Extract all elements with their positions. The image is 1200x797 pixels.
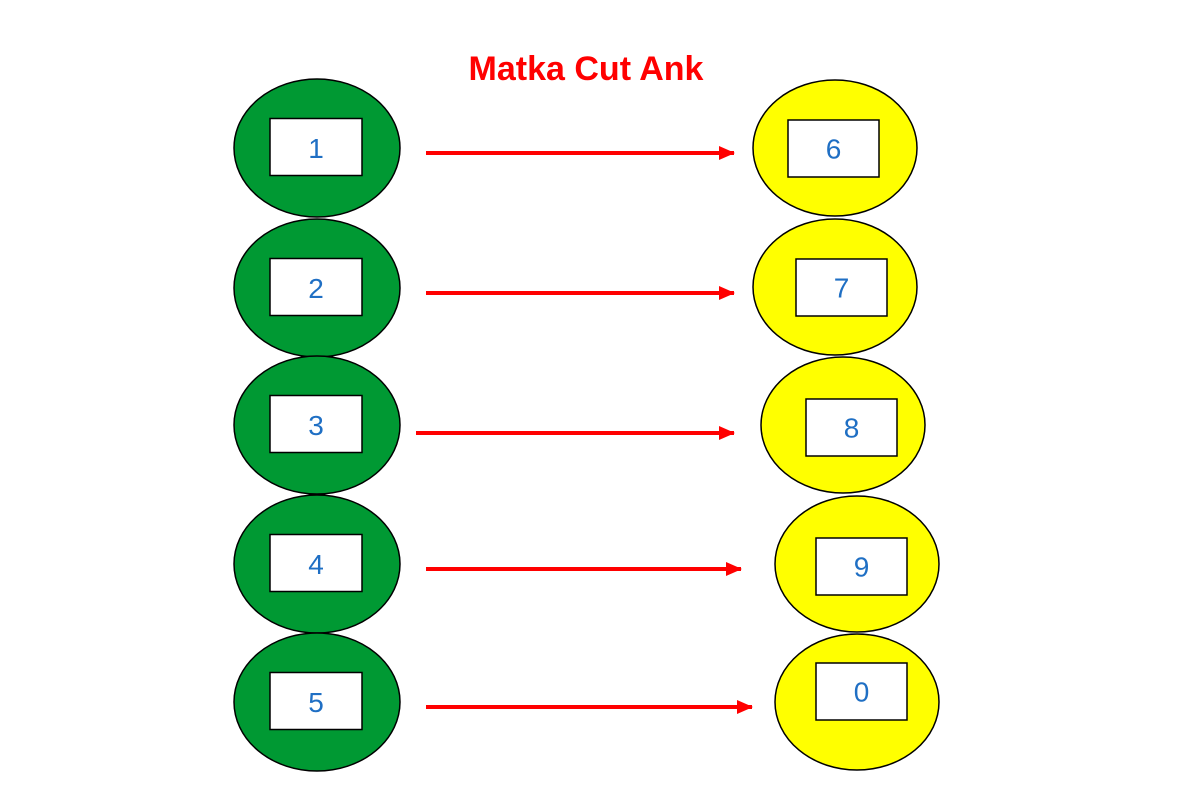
left-digit: 5 [308,687,324,718]
right-node: 9 [774,495,940,633]
right-digit: 9 [854,552,870,583]
left-node: 1 [233,78,401,218]
left-digit: 1 [308,133,324,164]
right-column: 6 7 8 9 0 [752,79,940,771]
left-node: 3 [233,355,401,495]
left-digit: 3 [308,410,324,441]
right-node: 8 [760,356,926,494]
left-node: 5 [233,632,401,772]
right-digit: 7 [834,273,850,304]
right-node: 6 [752,79,918,217]
right-digit: 8 [844,413,860,444]
digit-box [815,662,908,721]
digit-box [269,394,363,454]
digit-box [787,119,880,178]
digit-box [269,257,363,317]
left-node: 4 [233,494,401,634]
left-column: 1 2 3 4 5 [233,78,401,772]
digit-box [269,533,363,593]
right-node: 0 [774,633,940,771]
left-node: 2 [233,218,401,358]
right-node: 7 [752,218,918,356]
right-digit: 6 [826,134,842,165]
digit-box [269,117,363,177]
left-digit: 4 [308,549,324,580]
digit-box [815,537,908,596]
diagram-title: Matka Cut Ank [469,50,704,88]
right-digit: 0 [854,677,870,708]
digit-box [269,671,363,731]
digit-box [795,258,888,317]
digit-box [805,398,898,457]
arrows [416,146,753,714]
left-digit: 2 [308,273,324,304]
